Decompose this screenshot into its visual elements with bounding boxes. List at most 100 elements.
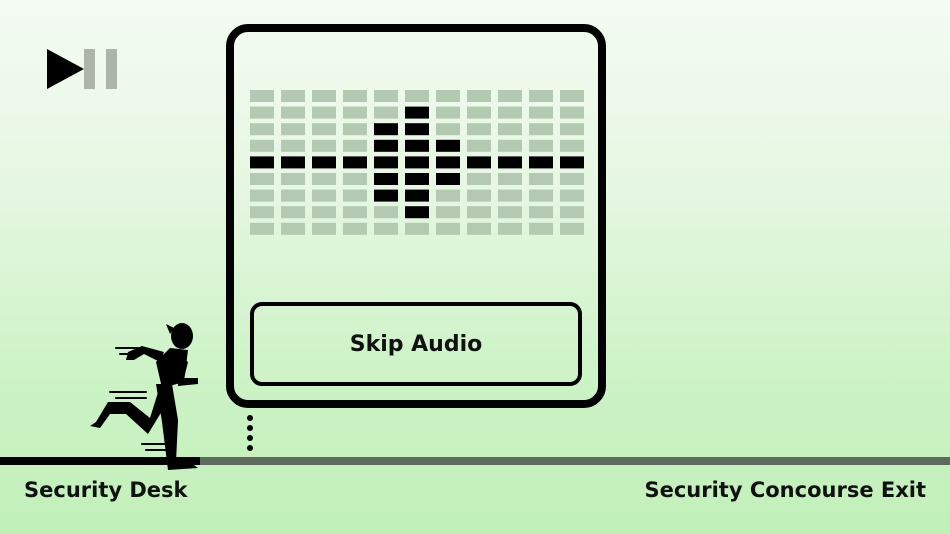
route-remaining-segment xyxy=(0,457,950,465)
equalizer-cell xyxy=(405,206,429,219)
route-completed-segment xyxy=(0,457,200,465)
equalizer-cell xyxy=(529,206,553,219)
equalizer-cell xyxy=(405,222,429,235)
equalizer-cell xyxy=(312,106,336,119)
equalizer-cell xyxy=(436,189,460,202)
equalizer-cell xyxy=(498,139,522,152)
equalizer-cell xyxy=(529,156,553,169)
equalizer-cell xyxy=(312,90,336,102)
equalizer-cell xyxy=(560,189,584,202)
equalizer-cell xyxy=(343,123,367,136)
equalizer-cell xyxy=(467,106,491,119)
equalizer-cell xyxy=(560,90,584,102)
equalizer-cell xyxy=(374,90,398,102)
equalizer-cell xyxy=(436,173,460,185)
equalizer-cell xyxy=(560,206,584,219)
equalizer-cell xyxy=(250,222,274,235)
equalizer-cell xyxy=(343,156,367,169)
equalizer-cell xyxy=(250,106,274,119)
runner-icon xyxy=(90,323,198,470)
equalizer-cell xyxy=(560,139,584,152)
equalizer-cell xyxy=(374,189,398,202)
equalizer-cell xyxy=(281,222,305,235)
equalizer-cell xyxy=(343,222,367,235)
equalizer-cell xyxy=(529,173,553,185)
equalizer-cell xyxy=(560,106,584,119)
equalizer-cell xyxy=(498,123,522,136)
equalizer-cell xyxy=(498,189,522,202)
equalizer-cell xyxy=(498,90,522,102)
route-end-label: Security Concourse Exit xyxy=(644,478,926,502)
equalizer-cell xyxy=(529,139,553,152)
equalizer-cell xyxy=(312,173,336,185)
equalizer-cell xyxy=(281,156,305,169)
equalizer-cell xyxy=(312,222,336,235)
equalizer-cell xyxy=(467,173,491,185)
equalizer-cell xyxy=(374,206,398,219)
equalizer-cell xyxy=(250,139,274,152)
equalizer-cell xyxy=(529,106,553,119)
equalizer-cell xyxy=(560,173,584,185)
equalizer-cell xyxy=(405,156,429,169)
equalizer-cell xyxy=(436,90,460,102)
equalizer-cell xyxy=(343,206,367,219)
equalizer-cell xyxy=(405,106,429,119)
equalizer-cell xyxy=(281,106,305,119)
equalizer-cell xyxy=(498,173,522,185)
equalizer-cell xyxy=(529,189,553,202)
equalizer-cell xyxy=(250,123,274,136)
equalizer-cell xyxy=(467,156,491,169)
equalizer-cell xyxy=(498,206,522,219)
equalizer-cell xyxy=(374,222,398,235)
equalizer-cell xyxy=(281,189,305,202)
equalizer-cell xyxy=(343,189,367,202)
equalizer-cell xyxy=(498,106,522,119)
equalizer-cell xyxy=(436,106,460,119)
equalizer-cell xyxy=(529,90,553,102)
equalizer-cell xyxy=(467,139,491,152)
equalizer-cell xyxy=(312,123,336,136)
equalizer-cell xyxy=(560,123,584,136)
equalizer-cell xyxy=(250,173,274,185)
dotted-connector xyxy=(247,415,253,451)
equalizer-cell xyxy=(312,156,336,169)
equalizer-cell xyxy=(281,139,305,152)
equalizer-cell xyxy=(250,206,274,219)
equalizer-cell xyxy=(250,189,274,202)
equalizer-cell xyxy=(250,90,274,102)
equalizer-cell xyxy=(529,123,553,136)
play-pause-icon xyxy=(47,49,117,89)
equalizer-cell xyxy=(343,139,367,152)
equalizer-cell xyxy=(405,123,429,136)
equalizer-cell xyxy=(281,206,305,219)
skip-audio-button[interactable]: Skip Audio xyxy=(250,302,582,386)
equalizer-cell xyxy=(467,206,491,219)
equalizer-cell xyxy=(467,189,491,202)
route-progress-track xyxy=(0,457,950,465)
equalizer-cell xyxy=(436,123,460,136)
equalizer-cell xyxy=(436,222,460,235)
equalizer-cell xyxy=(405,173,429,185)
equalizer-visualizer xyxy=(250,90,584,235)
equalizer-cell xyxy=(343,90,367,102)
equalizer-cell xyxy=(436,139,460,152)
route-start-label: Security Desk xyxy=(24,478,188,502)
audio-player-card: Skip Audio xyxy=(226,24,606,408)
equalizer-cell xyxy=(281,173,305,185)
equalizer-cell xyxy=(312,189,336,202)
equalizer-cell xyxy=(467,90,491,102)
equalizer-cell xyxy=(560,222,584,235)
play-pause-button[interactable] xyxy=(44,45,124,93)
equalizer-cell xyxy=(560,156,584,169)
equalizer-cell xyxy=(498,222,522,235)
equalizer-cell xyxy=(436,206,460,219)
equalizer-cell xyxy=(250,156,274,169)
equalizer-cell xyxy=(374,173,398,185)
equalizer-cell xyxy=(405,139,429,152)
equalizer-cell xyxy=(374,139,398,152)
equalizer-cell xyxy=(312,139,336,152)
equalizer-cell xyxy=(312,206,336,219)
equalizer-cell xyxy=(529,222,553,235)
equalizer-cell xyxy=(374,123,398,136)
equalizer-cell xyxy=(405,189,429,202)
